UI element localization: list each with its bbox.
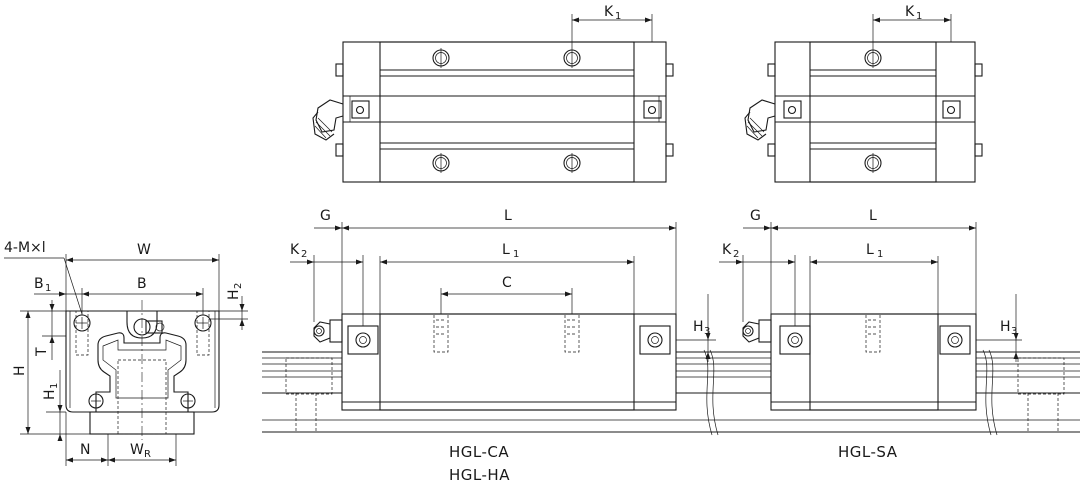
dim-label-b1: B [34,276,44,292]
dim-label-b1-sub: 1 [45,283,51,294]
grease-nipple-icon [312,99,344,141]
bolt-hole-icon [864,48,882,68]
dim-label-t: T [34,347,50,357]
dim-label-l1-sub: 1 [513,249,519,260]
dimensions-ca: L G L 1 K 2 C H 3 [290,208,716,362]
top-view-ca: K 1 [312,4,674,183]
dim-label-k1-sub: 1 [615,11,621,22]
dim-label-k1: K [604,4,614,20]
dim-label-l1-sa-sub: 1 [877,249,883,260]
dim-label-g-sa: G [750,208,761,224]
dim-label-h2: H [226,289,242,300]
bolt-hole-icon [563,153,581,173]
dim-label-h: H [12,365,28,376]
dim-label-h3-sub: 3 [704,326,710,337]
caption-hgl-sa: HGL-SA [838,443,898,461]
top-view-sa: K 1 [744,4,983,183]
threaded-hole-icon [865,313,881,353]
grease-nipple-icon [744,99,776,141]
dim-label-h3-sa-sub: 3 [1011,326,1017,337]
dim-label-l: L [504,208,512,224]
dim-label-b: B [137,276,147,292]
bolt-hole-icon [864,153,882,173]
dim-label-wr-sub: R [144,449,151,460]
bolt-hole-icon [432,48,450,68]
dim-label-c: C [502,275,512,291]
dim-label-h3: H [693,319,704,335]
dim-label-h2-sub: 2 [233,283,244,289]
dim-label-k2: K [290,242,300,258]
dim-label-g: G [320,208,331,224]
dim-label-w: W [137,242,151,258]
front-view: W B B 1 4-M×l H 2 H T [4,240,248,466]
grease-nipple-icon [742,319,772,343]
bolt-hole-icon [432,153,450,173]
dimensions-sa: L G L 1 K 2 H 3 [719,208,1022,362]
dim-label-h1: H [42,389,58,400]
caption-hgl-ca: HGL-CA [449,443,509,461]
dim-label-k2-sa: K [722,242,732,258]
dim-label-k1-sa: K [905,4,915,20]
caption-hgl-ha: HGL-HA [449,466,510,484]
dim-label-h1-sub: 1 [49,383,60,389]
dim-label-l1: L [502,242,510,258]
screw-icon [88,393,104,409]
bolt-hole-icon [563,48,581,68]
dim-label-l-sa: L [869,208,877,224]
dim-label-wr: W [130,442,144,458]
grease-nipple-icon [126,311,165,339]
dim-label-n: N [80,442,90,458]
side-view-sa-block [742,313,977,411]
grease-nipple-icon [313,319,343,343]
dim-label-k2-sa-sub: 2 [733,249,739,260]
dim-label-thread: 4-M×l [4,240,46,256]
screw-icon [194,314,212,332]
dim-label-k1-sa-sub: 1 [916,11,922,22]
dim-label-h3-sa: H [1000,319,1011,335]
screw-icon [73,314,91,332]
dim-label-l1-sa: L [866,242,874,258]
dim-label-k2-sub: 2 [301,249,307,260]
side-view-ca-block [313,313,677,411]
screw-icon [180,393,196,409]
